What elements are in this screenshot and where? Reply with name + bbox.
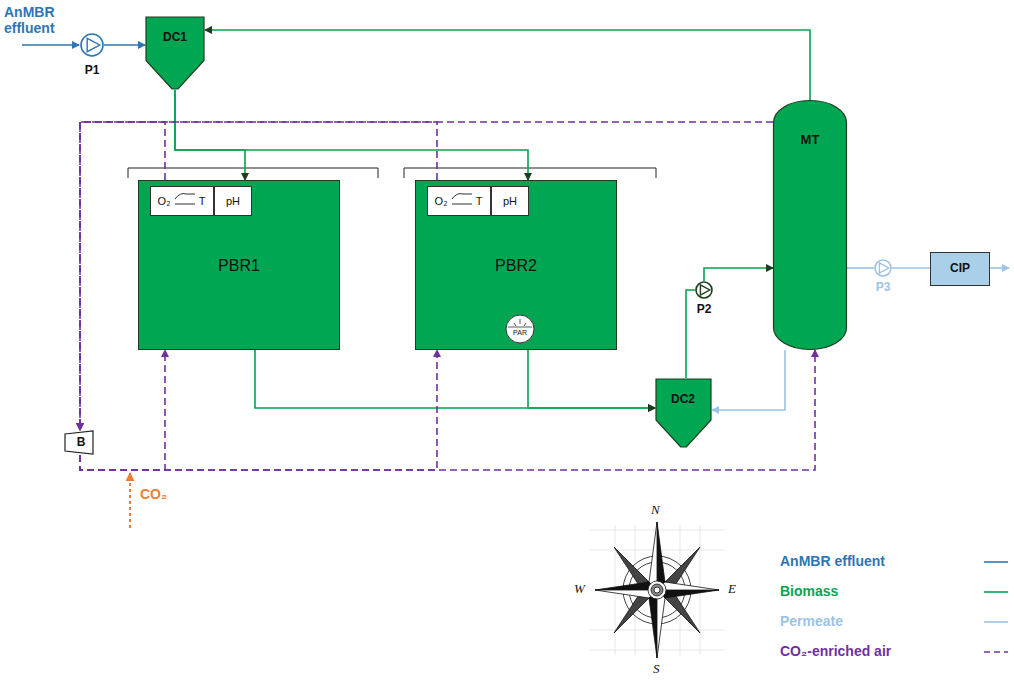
outlet-line [990,267,1009,269]
node-label: O₂ [435,195,448,207]
reactor-outline [416,181,617,350]
decanter-column: DC2 [655,378,712,448]
node-label: B [77,436,86,449]
pump: P1 [80,33,104,57]
legend-sample-line [984,561,1008,563]
node-label: P3 [876,281,891,294]
node-label: pH [503,195,517,207]
node-shape [695,281,713,299]
node-shape [655,378,712,448]
node-label: pH [226,195,240,207]
legend-sample-line [984,621,1008,623]
blower: B [64,430,94,455]
probe-symbol [452,194,472,204]
node-label: P2 [697,303,712,316]
blower-outline [65,431,93,454]
node-shape [874,259,892,277]
flow-connector [255,350,655,408]
co2-feed-line [129,473,131,528]
pump-circle [81,34,103,56]
node-label: MT [801,133,820,147]
node-shape [80,33,104,57]
flow-connector [892,267,930,269]
node-label: O₂ [158,195,171,207]
compass-letter: S [653,662,660,677]
ph-sensor-box: pH [214,186,252,216]
pump-circle [696,282,712,298]
reactor-outline [139,181,340,350]
compass-rose [590,522,725,658]
photobioreactor: PBR1 O₂ TpH [138,180,340,350]
tank-outline [774,101,847,350]
flow-connector [80,350,437,470]
flow-connector [686,290,695,378]
photobioreactor: PBR2 O₂ TpH PAR [415,180,617,350]
flow-connector [205,30,810,100]
flow-connector [712,350,785,410]
pump: P3 [874,259,892,277]
pbr2-bracket [404,168,656,178]
node-label: PBR1 [218,257,260,275]
flow-connector [104,44,145,46]
sensor-outline [492,187,529,216]
cip-outline [931,253,990,286]
sensor-box: O₂ T [150,186,214,216]
pump-circle [875,260,891,276]
pump-impeller [879,263,888,273]
legend-text: Permeate [780,613,843,629]
compass-letter: W [574,582,585,597]
cip-unit: CIP [930,252,990,286]
flow-connector [175,90,245,180]
flow-connector [80,122,437,430]
node-label: P1 [85,64,100,77]
node-label: PBR2 [495,257,537,275]
pump: P2 [695,281,713,299]
node-label: DC2 [671,393,695,406]
sensor-box: O₂ T [427,186,491,216]
legend-text: Biomass [780,583,838,599]
node-label: DC1 [163,31,187,44]
node-shape [505,314,535,344]
flow-connector [847,267,874,269]
membrane-tank: MT [773,100,847,350]
par-outline [506,315,534,343]
flow-connector [80,350,815,470]
legend-sample-line [984,651,1008,653]
co2-label: CO₂ [140,486,167,502]
inlet-label: AnMBR effluent [4,4,74,36]
sensor-outline [151,187,214,216]
node-label: T [476,195,483,207]
legend-text: CO₂-enriched air [780,643,891,659]
node-label: CIP [950,262,970,275]
compass-letter: E [728,582,736,597]
probe-symbol [175,194,195,204]
sensor-outline [428,187,491,216]
sensor-outline [215,187,252,216]
compass-letter: N [651,503,660,518]
pump-impeller [87,38,99,51]
flow-connector [704,268,773,281]
decanter-column: DC1 [145,16,205,90]
funnel-outline [146,17,204,89]
par-sensor: PAR [505,314,535,344]
ph-sensor-box: pH [491,186,529,216]
node-shape [145,16,205,90]
flow-connector [528,350,655,408]
node-label: T [199,195,206,207]
flow-connector [175,90,528,180]
pump-impeller [700,285,709,295]
funnel-outline [656,379,711,447]
legend-sample-line [984,591,1008,593]
legend-text: AnMBR effluent [780,553,885,569]
inlet-line [22,44,79,46]
par-rays [508,319,532,327]
node-label: PAR [513,329,527,337]
